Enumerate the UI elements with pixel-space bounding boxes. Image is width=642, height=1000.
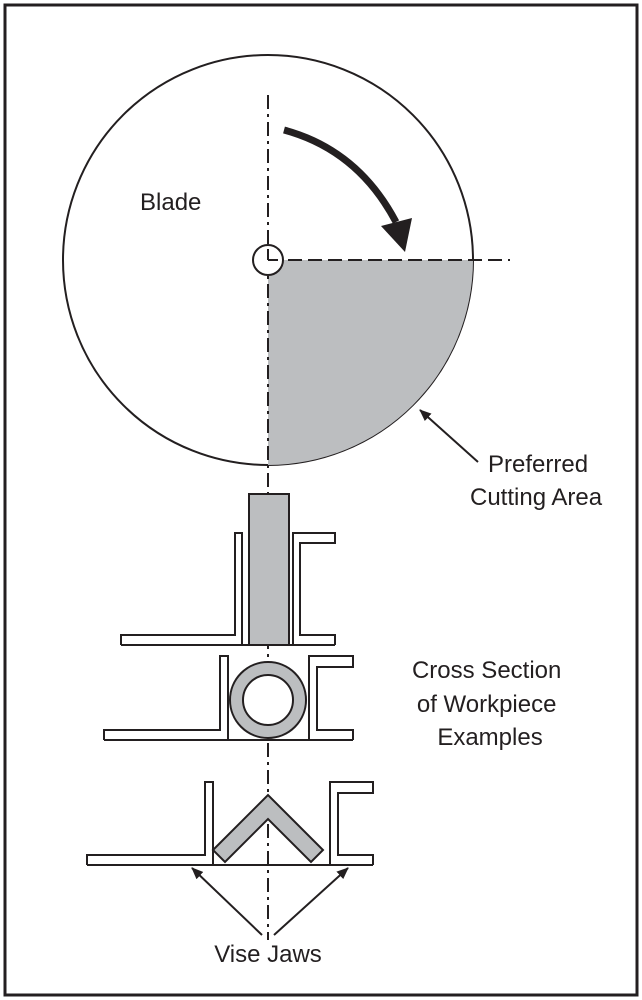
curved-arrow-icon	[283, 126, 400, 224]
vise-jaw-left	[86, 781, 214, 865]
preferred-cutting-area-label: Preferred Cutting Area	[470, 451, 603, 511]
preferred-cutting-area	[268, 260, 473, 465]
workpiece-angle-iron	[211, 793, 325, 864]
vise-jaws-label: Vise Jaws	[214, 941, 322, 968]
curved-arrow-head	[381, 218, 412, 252]
vise-jaw-right	[308, 655, 354, 740]
blade-label: Blade	[140, 189, 201, 216]
workpiece-example-angle	[86, 781, 374, 866]
workpiece-example-tube	[103, 655, 354, 741]
clock-icon	[252, 244, 284, 276]
vise-jaws-leader-right	[273, 867, 349, 936]
workpiece-example-flat-bar	[120, 493, 336, 646]
cutting-area-leader	[419, 409, 479, 463]
vise-jaw-left	[103, 655, 229, 740]
workpiece-flat-bar	[248, 493, 290, 646]
vise-jaw-right	[292, 532, 336, 645]
cross-section-label: Cross Section of Workpiece Examples	[412, 657, 568, 751]
vise-jaw-left	[120, 532, 243, 645]
vise-jaws-leader-left	[191, 867, 263, 936]
vise-jaw-right	[329, 781, 374, 865]
diagram-frame	[3, 3, 639, 997]
